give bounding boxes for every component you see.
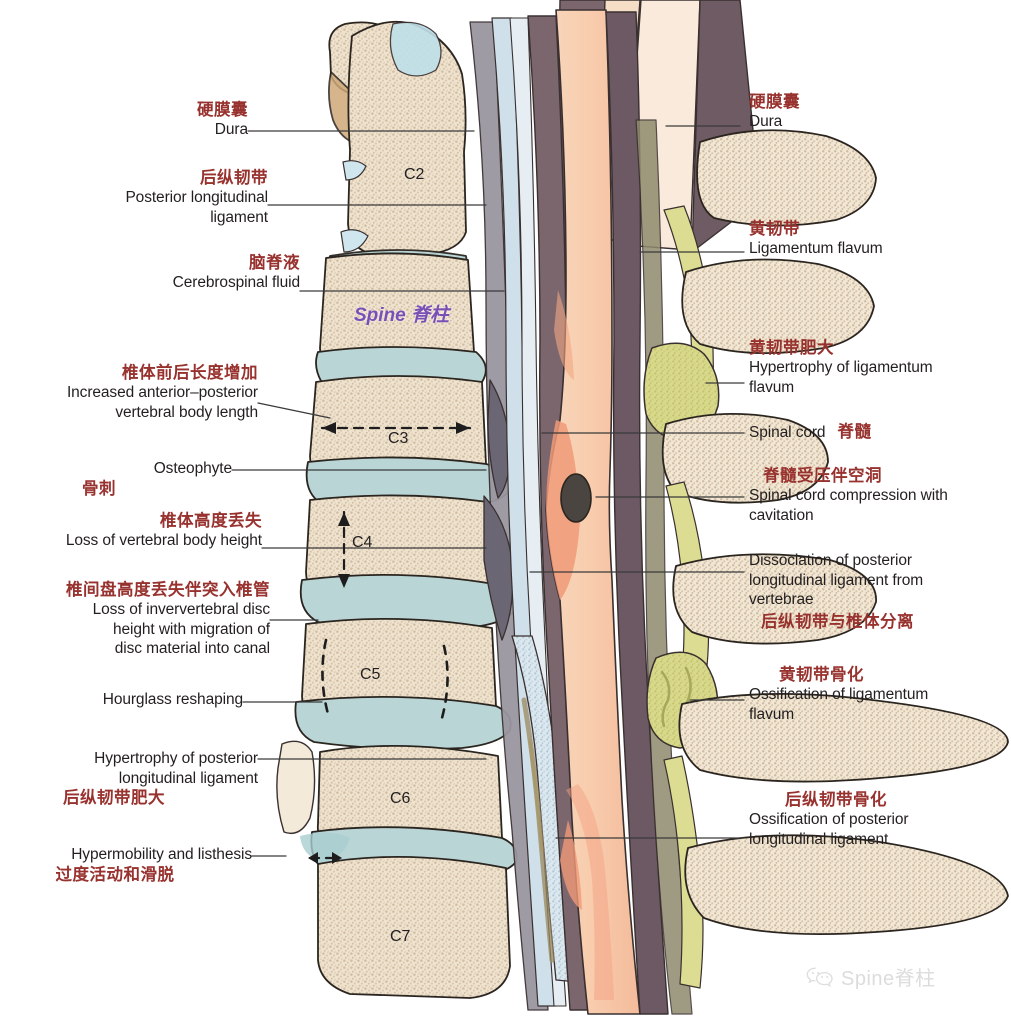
label-ossification-pll-en: Ossification of posterior longitudinal l… bbox=[749, 811, 909, 848]
label-cord-compression-en: Spinal cord compression with cavitation bbox=[749, 487, 948, 524]
label-osteophyte-en: Osteophyte bbox=[153, 460, 232, 477]
label-osteophyte-cn: 骨刺 bbox=[82, 478, 116, 498]
watermark-bottom-right: Spine脊柱 bbox=[806, 962, 936, 991]
vertebra-label-c2: C2 bbox=[404, 166, 425, 183]
watermark-bottom-right-text: Spine脊柱 bbox=[841, 968, 936, 990]
label-dura-right: 硬膜囊 Dura bbox=[749, 92, 1011, 132]
vertebra-label-c5: C5 bbox=[360, 666, 381, 683]
label-csf-en: Cerebrospinal fluid bbox=[172, 274, 300, 291]
label-spinal-cord-compression: 脊髓受压伴空洞 Spinal cord compression with cav… bbox=[749, 466, 1011, 525]
wechat-icon bbox=[806, 967, 833, 987]
label-dura-left-en: Dura bbox=[214, 121, 248, 138]
label-hypermobility-cn: 过度活动和滑脱 bbox=[55, 864, 175, 884]
label-loss-of-vertebral-body-height: 椎体高度丢失 Loss of vertebral body height bbox=[0, 511, 262, 551]
label-hypermobility-and-listhesis: Hypermobility and listhesis 过度活动和滑脱 bbox=[0, 845, 253, 885]
label-loss-disc-en: Loss of inververtebral disc height with … bbox=[92, 601, 270, 657]
label-pll-en: Posterior longitudinal ligament bbox=[125, 189, 268, 226]
label-cerebrospinal-fluid: 脑脊液 Cerebrospinal fluid bbox=[0, 253, 300, 293]
label-ossification-lf-en: Ossification of ligamentum flavum bbox=[749, 686, 929, 723]
label-spinal-cord-en: Spinal cord bbox=[749, 424, 826, 441]
label-increased-ap-vertebral-body-length: 椎体前后长度增加 Increased anterior–posterior ve… bbox=[0, 363, 258, 422]
label-loss-disc-cn: 椎间盘高度丢失伴突入椎管 bbox=[66, 580, 270, 599]
watermark-center: Spine 脊柱 bbox=[354, 305, 450, 326]
label-hyper-lf-en: Hypertrophy of ligamentum flavum bbox=[749, 359, 933, 396]
label-loss-of-disc-height: 椎间盘高度丢失伴突入椎管 Loss of inververtebral disc… bbox=[0, 580, 270, 659]
label-ligamentum-flavum: 黄韧带 Ligamentum flavum bbox=[749, 219, 1011, 259]
label-dura-left: 硬膜囊 Dura bbox=[0, 100, 248, 140]
label-ossification-lf-cn: 黄韧带骨化 bbox=[779, 665, 864, 684]
label-spinal-cord-cn: 脊髓 bbox=[837, 422, 872, 441]
label-cord-compression-cn: 脊髓受压伴空洞 bbox=[763, 466, 882, 485]
label-pll-cn: 后纵韧带 bbox=[200, 168, 268, 187]
vertebra-label-c3: C3 bbox=[388, 430, 409, 447]
label-ossification-of-ligamentum-flavum: 黄韧带骨化 Ossification of ligamentum flavum bbox=[749, 665, 1011, 724]
label-posterior-longitudinal-ligament: 后纵韧带 Posterior longitudinal ligament bbox=[0, 168, 268, 227]
label-hypertrophy-pll: Hypertrophy of posterior longitudinal li… bbox=[0, 749, 258, 808]
label-ossification-pll-cn: 后纵韧带骨化 bbox=[785, 790, 887, 809]
label-hyper-pll-en: Hypertrophy of posterior longitudinal li… bbox=[94, 750, 258, 787]
label-hourglass-reshaping: Hourglass reshaping bbox=[0, 690, 243, 710]
label-hyper-lf-cn: 黄韧带肥大 bbox=[749, 338, 834, 357]
label-dissociation-cn: 后纵韧带与椎体分离 bbox=[761, 611, 914, 631]
label-hyper-pll-cn: 后纵韧带肥大 bbox=[63, 788, 165, 807]
vertebra-label-c6: C6 bbox=[390, 790, 411, 807]
label-ap-length-cn: 椎体前后长度增加 bbox=[122, 363, 258, 382]
label-lf-en: Ligamentum flavum bbox=[749, 240, 883, 257]
label-loss-height-cn: 椎体高度丢失 bbox=[160, 511, 262, 530]
label-loss-height-en: Loss of vertebral body height bbox=[65, 532, 262, 549]
label-dura-right-cn: 硬膜囊 bbox=[749, 92, 800, 111]
label-dura-left-cn: 硬膜囊 bbox=[197, 100, 248, 119]
label-lf-cn: 黄韧带 bbox=[749, 219, 800, 238]
label-csf-cn: 脑脊液 bbox=[249, 253, 300, 272]
hourglass-dashes bbox=[321, 638, 449, 720]
label-dura-right-en: Dura bbox=[749, 113, 783, 130]
vertebra-label-c4: C4 bbox=[352, 534, 373, 551]
label-osteophyte: Osteophyte 骨刺 bbox=[0, 459, 232, 499]
label-hypermobility-en: Hypermobility and listhesis bbox=[71, 846, 252, 863]
label-dissociation-en: Dissociation of posterior longitudinal l… bbox=[749, 552, 924, 608]
label-ossification-of-pll: 后纵韧带骨化 Ossification of posterior longitu… bbox=[749, 790, 1011, 849]
leader-lines bbox=[231, 125, 745, 857]
label-hypertrophy-of-ligamentum-flavum: 黄韧带肥大 Hypertrophy of ligamentum flavum bbox=[749, 338, 1011, 397]
label-spinal-cord: Spinal cord 脊髓 bbox=[749, 422, 1011, 443]
vertebra-label-c7: C7 bbox=[390, 928, 411, 945]
label-dissociation-of-pll: Dissociation of posterior longitudinal l… bbox=[749, 551, 1011, 632]
label-hourglass-en: Hourglass reshaping bbox=[102, 691, 243, 708]
label-ap-length-en: Increased anterior–posterior vertebral b… bbox=[66, 384, 258, 421]
